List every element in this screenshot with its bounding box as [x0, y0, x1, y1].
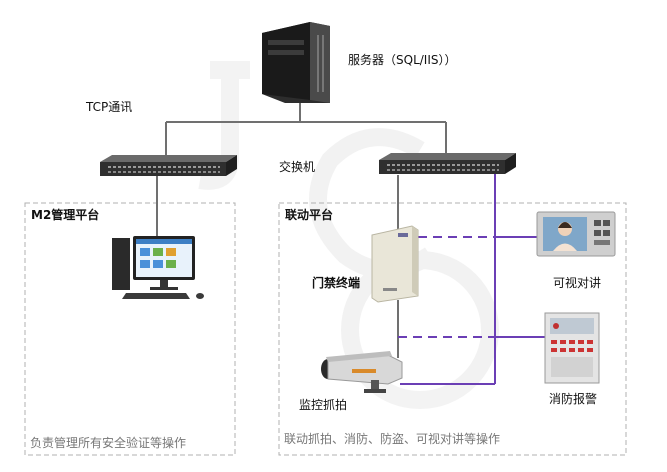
intercom-icon [536, 211, 616, 257]
m2-note: 负责管理所有安全验证等操作 [30, 436, 187, 450]
network-lines [156, 103, 447, 358]
camera-icon [321, 351, 403, 393]
intercom-label: 可视对讲 [553, 276, 602, 290]
computer-icon [112, 236, 204, 299]
switch-left-icon [100, 155, 237, 176]
link-platform-label: 联动平台 [285, 208, 334, 222]
fire-alarm-label: 消防报警 [549, 392, 598, 406]
access-label: 门禁终端 [312, 276, 361, 290]
server-icon [262, 22, 330, 103]
switch-label: 交换机 [279, 160, 316, 174]
linkage-lines [398, 172, 545, 385]
link-platform-box [278, 202, 627, 456]
tcp-label: TCP通讯 [86, 100, 133, 114]
camera-label: 监控抓拍 [299, 398, 348, 412]
m2-platform-box [24, 202, 236, 456]
watermark [198, 61, 499, 409]
fire-alarm-icon [544, 312, 600, 384]
m2-platform-label: M2管理平台 [31, 208, 100, 222]
access-panel-icon [371, 225, 419, 303]
link-note: 联动抓拍、消防、防盗、可视对讲等操作 [284, 432, 501, 446]
server-label: 服务器（SQL/IIS）） [348, 53, 457, 67]
switch-right-icon [379, 153, 516, 174]
